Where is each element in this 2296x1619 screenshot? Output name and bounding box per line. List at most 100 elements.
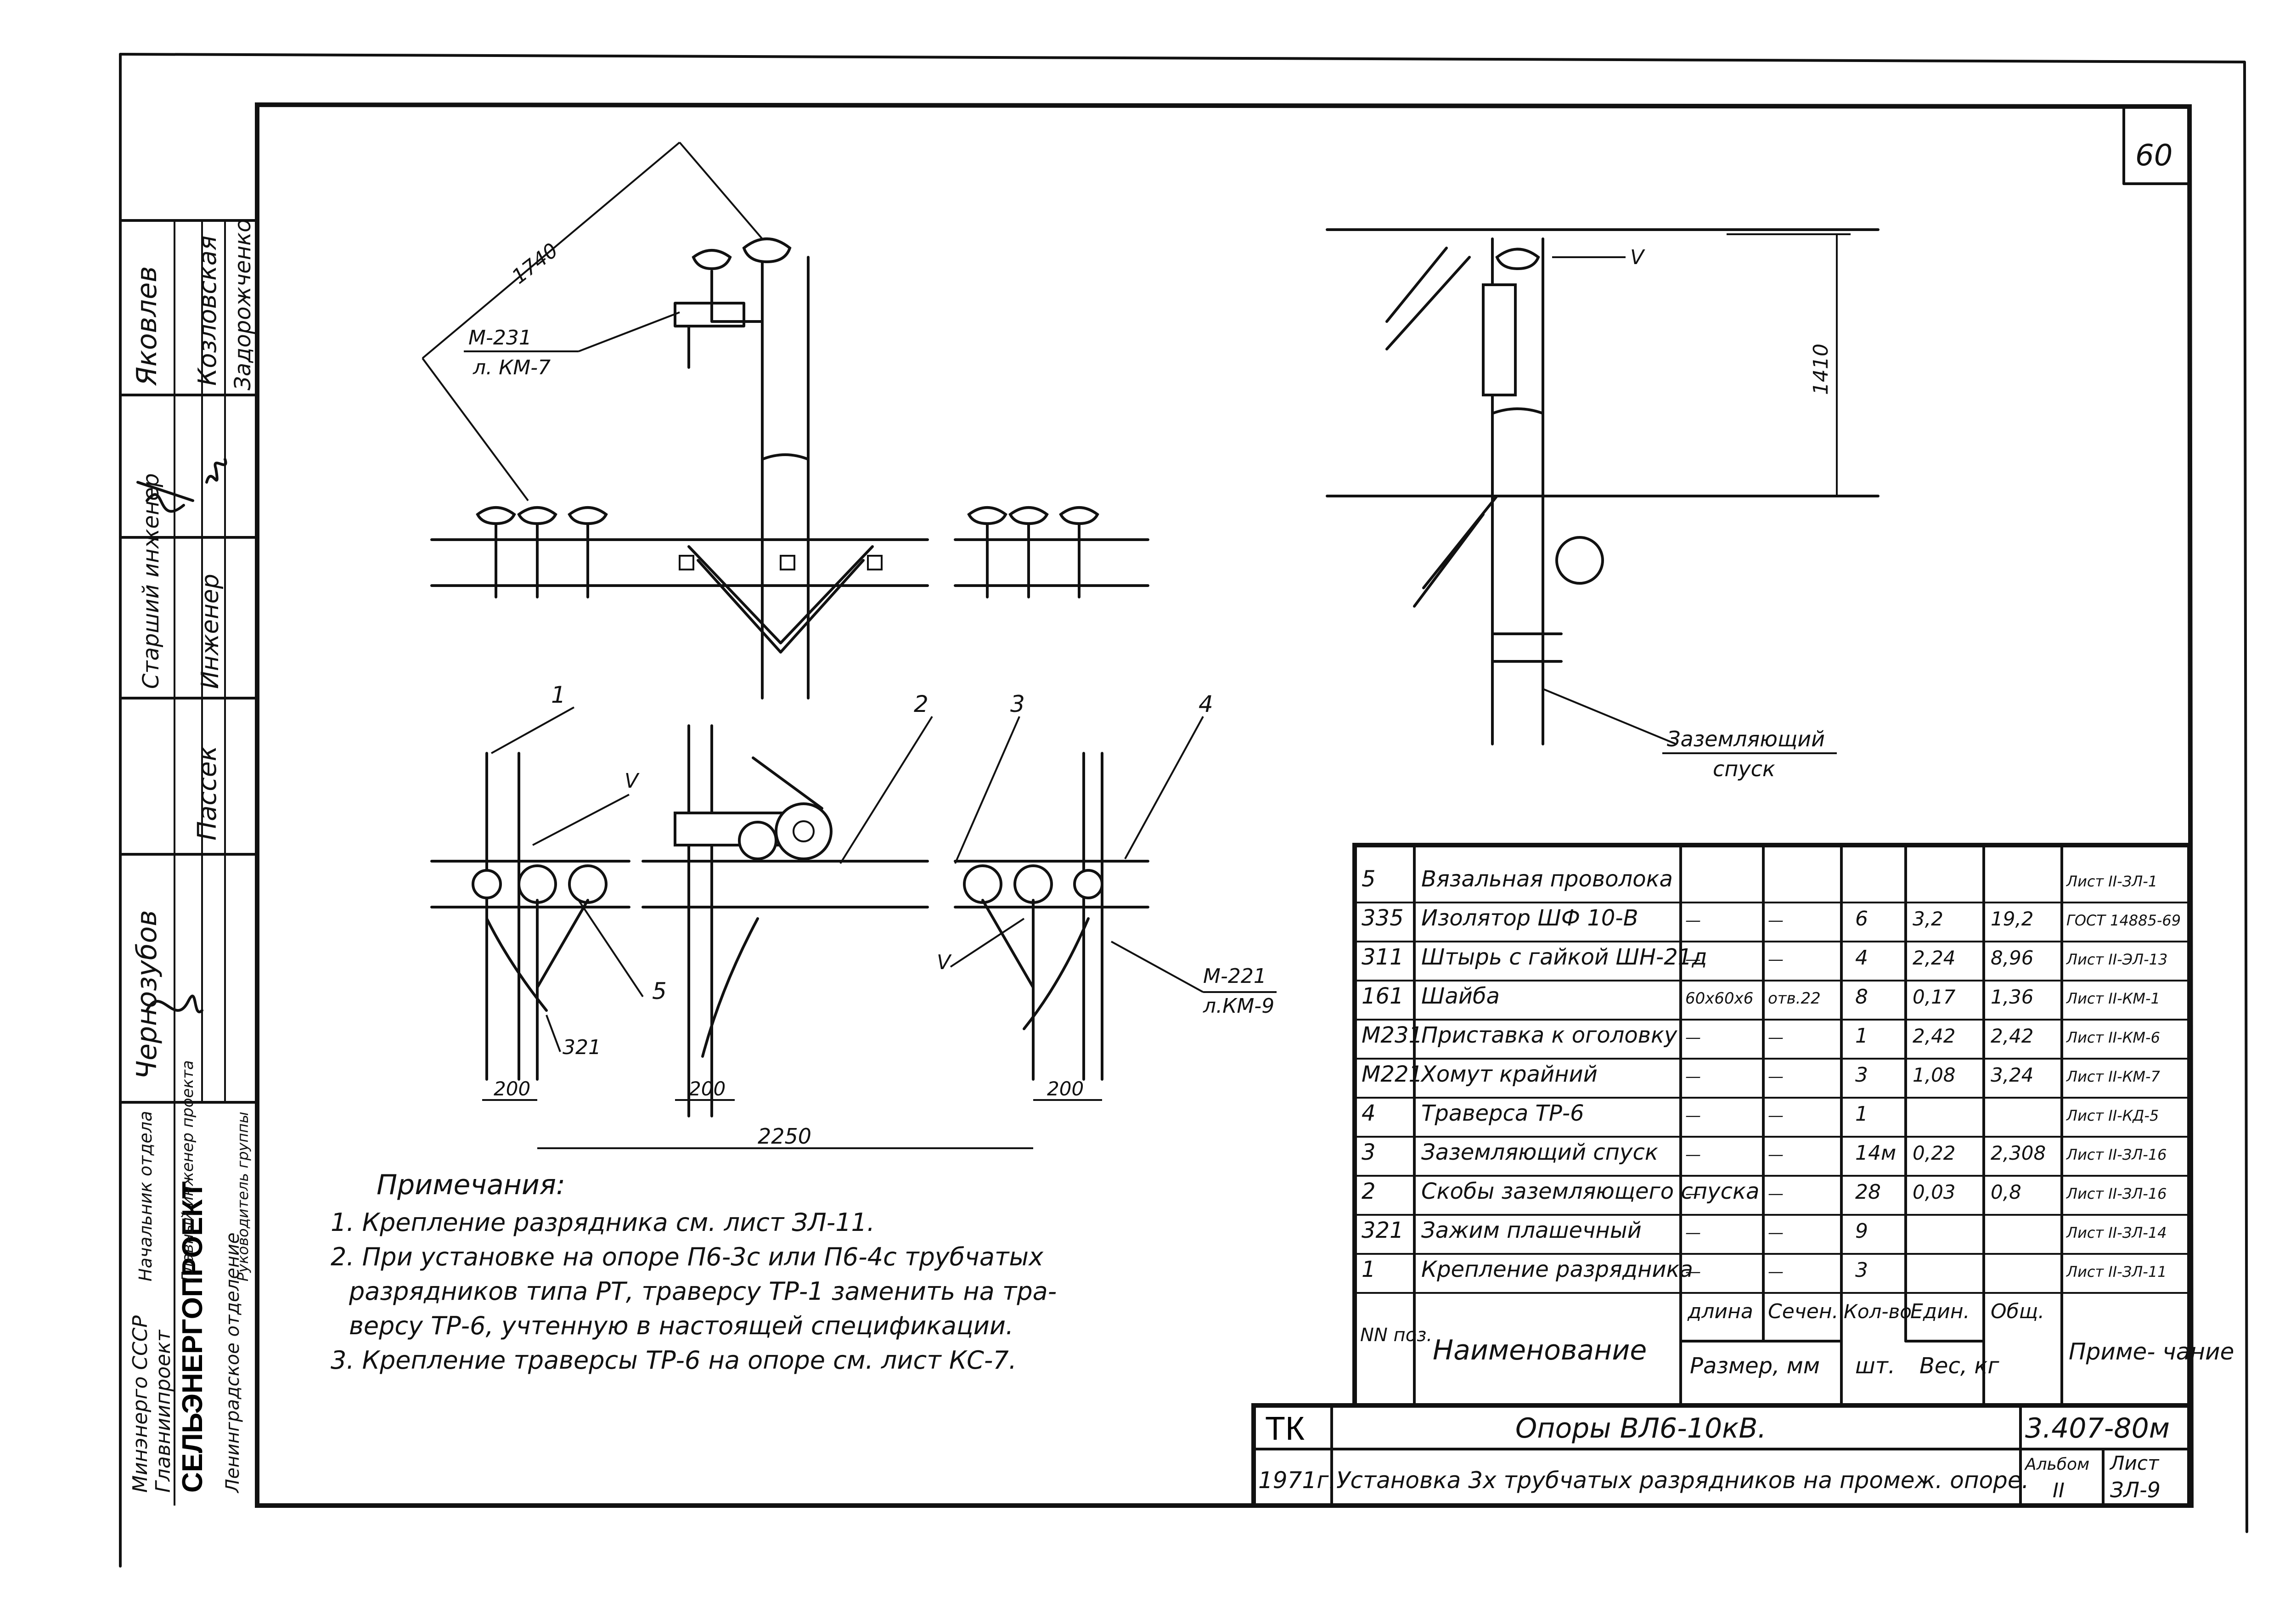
callout-321: 321	[563, 1036, 601, 1059]
notes-block: Примечания: 1. Крепление разрядника см. …	[331, 1169, 1057, 1375]
hdr-total: Общ.	[1991, 1300, 2044, 1323]
spec-cell-name: Крепление разрядника	[1421, 1257, 1693, 1282]
spec-cell-name: Заземляющий спуск	[1421, 1140, 1658, 1165]
role-1: Начальник отдела	[135, 1111, 156, 1281]
album-value: II	[2053, 1479, 2065, 1502]
spec-cell-note: Лист II-ЭЛ-13	[2066, 951, 2167, 968]
spec-cell-note: Лист II-ЗЛ-16	[2066, 1185, 2167, 1202]
plan-view-left: 1 V 5 321 200	[430, 682, 667, 1101]
dim-2250: 2250	[758, 1124, 811, 1149]
spec-cell-pos: 1	[1362, 1257, 1376, 1282]
hdr-weight: Вес, кг	[1919, 1353, 1999, 1379]
title-sub: Установка 3х трубчатых разрядников на пр…	[1336, 1467, 2029, 1494]
label-m221: М-221	[1203, 965, 1266, 988]
hdr-pos: NN поз.	[1360, 1325, 1432, 1346]
album-label: Альбом	[2024, 1455, 2089, 1474]
spec-cell-pos: 311	[1362, 944, 1404, 970]
note-line-1: 1. Крепление разрядника см. лист ЗЛ-11.	[331, 1208, 875, 1237]
signature-2	[136, 481, 194, 513]
dim-200-a: 200	[494, 1077, 530, 1100]
label-km7: л. КМ-7	[473, 356, 551, 379]
spec-cell-note: Лист II-ЗЛ-1	[2066, 873, 2157, 890]
spec-cell-length: —	[1685, 1106, 1701, 1125]
spec-cell-qty: 6	[1855, 907, 1868, 931]
title-code: ТК	[1265, 1410, 1305, 1447]
doc-number: 3.407-80м	[2025, 1412, 2170, 1444]
spec-cell-total: 0,8	[1991, 1181, 2021, 1203]
elevation-view-right: V 1410 Заземляющий спуск	[1326, 228, 1880, 781]
spec-cell-total: 2,308	[1991, 1142, 2046, 1164]
spec-cell-length: —	[1685, 911, 1701, 930]
spec-cell-total: 1,36	[1991, 986, 2034, 1008]
title-block: ТК 1971г. Опоры ВЛ6-10кВ. Установка 3х т…	[1251, 1403, 2192, 1508]
role-5: Руководитель группы	[234, 1112, 252, 1281]
spec-cell-section: отв.22	[1768, 989, 1821, 1008]
spec-cell-name: Изолятор ШФ 10-В	[1421, 905, 1638, 931]
org-line-2: Главниипроект	[152, 1329, 175, 1493]
spec-cell-note: Лист II-ЗЛ-16	[2066, 1146, 2167, 1163]
spec-cell-note: Лист II-КД-5	[2066, 1107, 2159, 1124]
spec-cell-unit: 0,22	[1913, 1142, 1956, 1164]
dim-200-b: 200	[689, 1077, 726, 1100]
label-ground-1: Заземляющий	[1667, 727, 1825, 751]
sheet-value: ЗЛ-9	[2110, 1478, 2161, 1502]
signature-3	[205, 458, 227, 484]
hdr-size: Размер, мм	[1690, 1353, 1820, 1379]
dim-1410: 1410	[1809, 344, 1833, 395]
callout-2: 2	[914, 691, 929, 717]
label-m231: М-231	[468, 326, 532, 350]
callout-5: 5	[652, 978, 667, 1004]
spec-cell-note: Лист II-КМ-6	[2066, 1029, 2160, 1046]
spec-cell-length: —	[1685, 950, 1701, 969]
dim-200-c: 200	[1047, 1077, 1084, 1100]
spec-cell-pos: М221	[1362, 1061, 1423, 1087]
spec-cell-length: —	[1685, 1067, 1701, 1086]
spec-cell-section: —	[1768, 1224, 1784, 1242]
hdr-note: Приме- чание	[2069, 1338, 2234, 1365]
spec-cell-name: Вязальная проволока	[1421, 866, 1673, 892]
callout-v3: V	[1630, 246, 1645, 269]
hdr-unit: Един.	[1910, 1300, 1970, 1323]
signature-1	[146, 994, 203, 1013]
spec-cell-qty: 9	[1855, 1219, 1868, 1243]
sheet-label: Лист	[2109, 1452, 2160, 1474]
spec-cell-total: 3,24	[1991, 1064, 2034, 1086]
spec-cell-pos: 5	[1362, 866, 1376, 892]
callout-3: 3	[1010, 691, 1025, 717]
spec-cell-unit: 1,08	[1913, 1064, 1956, 1086]
spec-cell-pos: 321	[1362, 1218, 1404, 1243]
org-line-1: Минэнерго СССР	[129, 1315, 152, 1493]
title-year: 1971г.	[1258, 1467, 1336, 1494]
spec-cell-total: 2,42	[1991, 1025, 2034, 1047]
elevation-view-left: 1740 М-231 л. КМ-7	[422, 141, 1149, 699]
callout-v2: V	[937, 951, 952, 974]
spec-cell-section: —	[1768, 1067, 1784, 1086]
sidebar-stamp: Минэнерго СССР Главниипроект СЕЛЬЭНЕРГОП…	[119, 219, 259, 1506]
name-5: Задорожченко	[230, 219, 256, 390]
spec-cell-unit: 3,2	[1913, 908, 1943, 930]
spec-cell-name: Хомут крайний	[1420, 1061, 1598, 1087]
note-line-4: версу ТР-6, учтенную в настоящей специфи…	[349, 1311, 1013, 1340]
name-3: Яковлев	[131, 266, 163, 386]
spec-cell-pos: 161	[1362, 983, 1404, 1009]
spec-cell-length: 60х60х6	[1685, 989, 1753, 1008]
hdr-name: Наименование	[1433, 1334, 1647, 1366]
callout-v1: V	[625, 769, 640, 793]
spec-cell-qty: 28	[1855, 1180, 1881, 1204]
spec-cell-pos: 3	[1362, 1140, 1376, 1165]
spec-cell-note: Лист II-КМ-7	[2066, 1068, 2161, 1085]
spec-cell-pos: М231	[1362, 1022, 1423, 1048]
name-2: Пассек	[192, 746, 222, 841]
spec-cell-section: —	[1768, 911, 1784, 930]
note-line-2: 2. При установке на опоре П6-3с или П6-4…	[331, 1242, 1044, 1271]
callout-4: 4	[1199, 691, 1213, 717]
spec-cell-qty: 3	[1855, 1063, 1868, 1087]
spec-cell-total: 8,96	[1991, 947, 2034, 969]
label-ground-2: спуск	[1713, 756, 1775, 781]
spec-cell-unit: 2,24	[1913, 947, 1956, 969]
hdr-qty: Кол-во	[1844, 1300, 1912, 1323]
spec-cell-pos: 335	[1362, 905, 1404, 931]
plan-view-right: 3 4 V М-221 л.КМ-9 200 2250	[537, 691, 1277, 1149]
spec-cell-qty: 1	[1855, 1102, 1868, 1126]
